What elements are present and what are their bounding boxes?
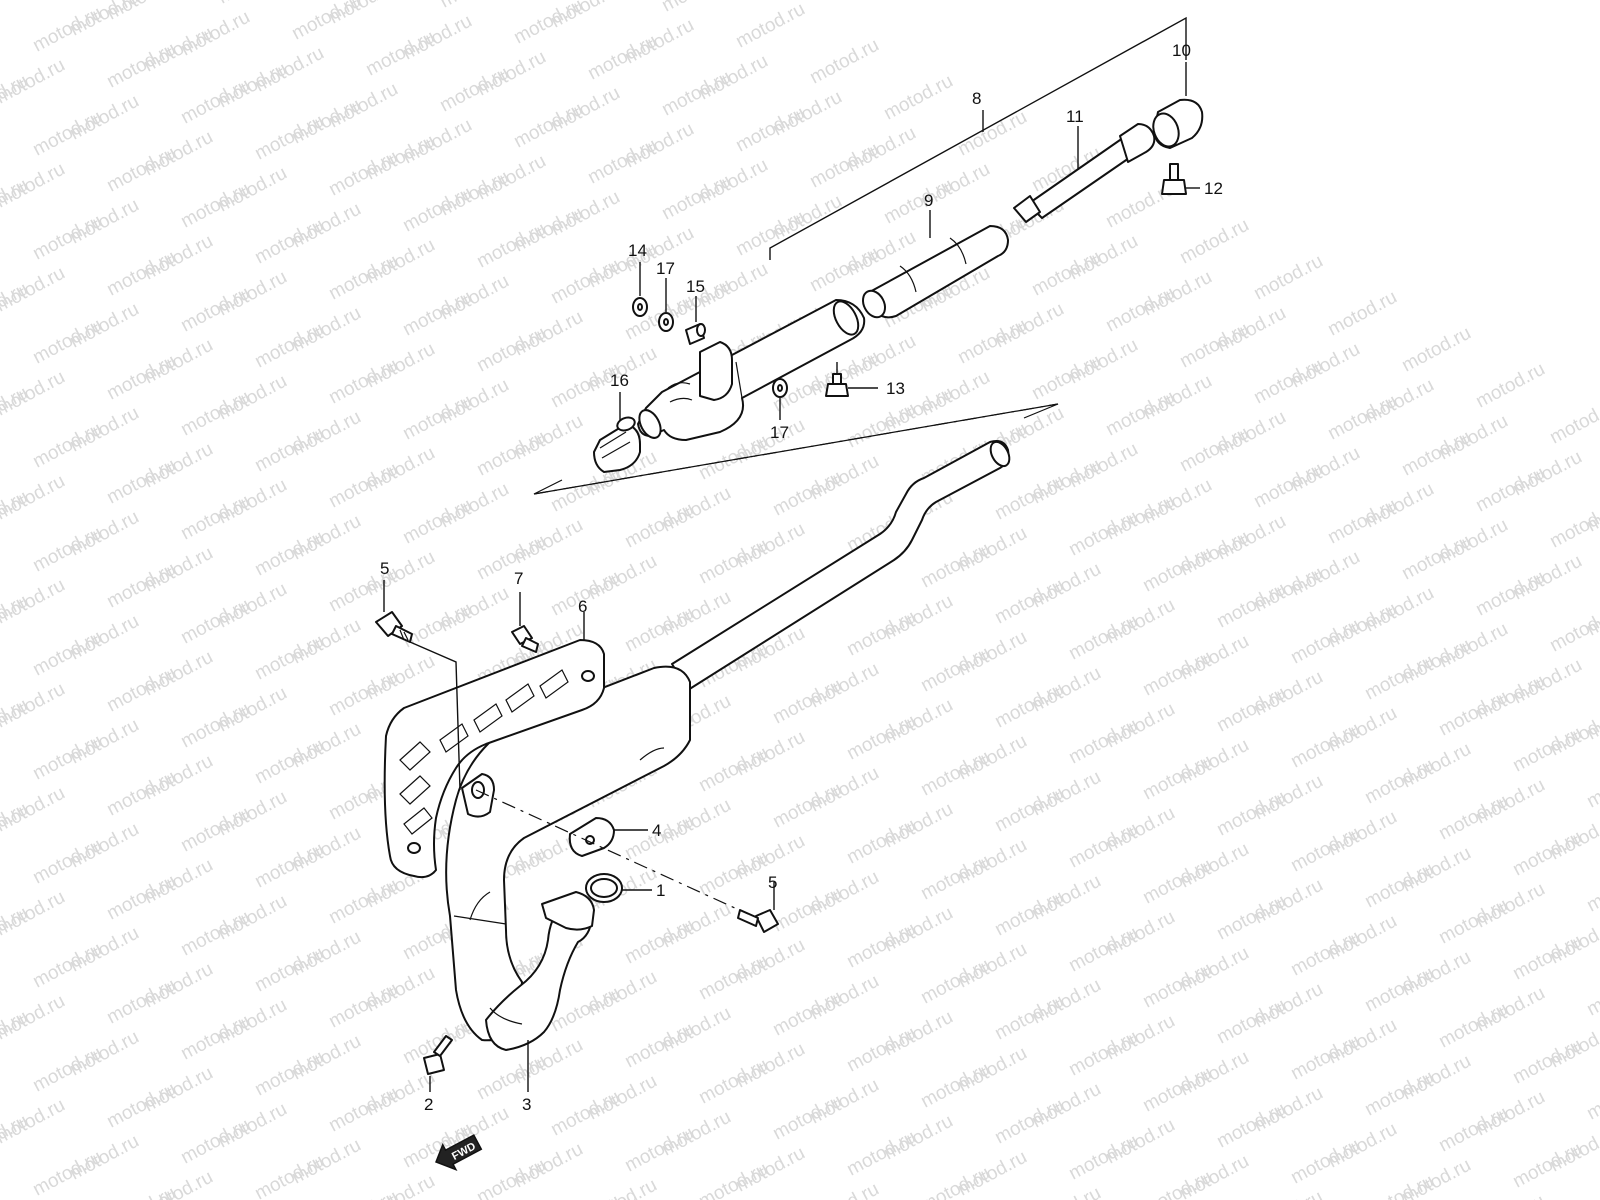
exhaust-pipe-chamber[interactable] bbox=[445, 439, 1013, 1051]
bolt-2[interactable] bbox=[423, 1035, 453, 1075]
callout-1: 1 bbox=[656, 881, 665, 900]
watermark-text: motod.ru bbox=[547, 1191, 623, 1200]
watermark-text: motod.ru bbox=[954, 107, 1030, 161]
washer-17-lower-hole bbox=[777, 384, 783, 392]
watermark-text: motod.ru bbox=[288, 0, 364, 44]
watermark-text: motod.ru bbox=[1324, 287, 1400, 341]
group-bracket-8 bbox=[769, 16, 1187, 260]
callout-5-upper: 5 bbox=[380, 559, 389, 578]
watermark-text: motod.ru bbox=[1250, 1187, 1326, 1200]
watermark-text: motod.ru bbox=[658, 0, 734, 16]
silencer-inner-pipe[interactable] bbox=[859, 225, 1009, 321]
callout-5-lower: 5 bbox=[768, 873, 777, 892]
watermark-text: motod.ru bbox=[1546, 395, 1600, 449]
callout-3: 3 bbox=[522, 1095, 531, 1114]
bolt-12[interactable] bbox=[1161, 163, 1187, 195]
callout-8: 8 bbox=[972, 89, 981, 108]
collar-15[interactable] bbox=[685, 323, 706, 345]
washer-17-upper-hole bbox=[663, 318, 669, 326]
callout-2: 2 bbox=[424, 1095, 433, 1114]
watermark-text: motod.ru bbox=[1583, 759, 1600, 813]
leader-lines bbox=[383, 62, 1200, 1092]
watermark-text: motod.ru bbox=[1472, 359, 1548, 413]
watermark-text: motod.ru bbox=[880, 71, 956, 125]
callout-16: 16 bbox=[610, 371, 629, 390]
watermark-text: motod.ru bbox=[806, 1179, 882, 1200]
callout-17-lower: 17 bbox=[770, 423, 789, 442]
watermark-text: motod.ru bbox=[732, 0, 808, 52]
watermark-text: motod.ru bbox=[1583, 1071, 1600, 1125]
watermark-text: motod.ru bbox=[1546, 499, 1600, 553]
bolt-7[interactable] bbox=[511, 625, 539, 653]
watermark-text: motod.ru bbox=[1583, 863, 1600, 917]
bolt-13[interactable] bbox=[825, 362, 849, 397]
callout-12: 12 bbox=[1204, 179, 1223, 198]
watermark-text: motod.ru bbox=[1250, 251, 1326, 305]
watermark-text: motod.ru bbox=[695, 1159, 771, 1200]
watermark-text: motod.ru bbox=[1583, 967, 1600, 1021]
watermark-text: motod.ru bbox=[806, 35, 882, 89]
heat-guard[interactable] bbox=[383, 639, 605, 879]
watermark-text: motod.ru bbox=[1139, 1167, 1215, 1200]
callout-15: 15 bbox=[686, 277, 705, 296]
bolt-5-lower[interactable] bbox=[737, 909, 779, 933]
watermark-text: motod.ru bbox=[214, 0, 290, 8]
mounting-plate-4[interactable] bbox=[568, 817, 615, 857]
watermark-text: motod.ru bbox=[436, 0, 512, 12]
end-cap[interactable] bbox=[1149, 98, 1204, 150]
watermark-text: motod.ru bbox=[1176, 215, 1252, 269]
callout-14: 14 bbox=[628, 241, 647, 260]
rubber-mount-16[interactable] bbox=[593, 415, 641, 473]
leader-bolt-5-upper-path bbox=[409, 641, 461, 791]
watermark-text: motod.ru bbox=[0, 0, 69, 4]
watermark-text: motod.ru bbox=[1546, 603, 1600, 657]
watermark-text: motod.ru bbox=[325, 1187, 401, 1200]
spark-arrester-pipe[interactable] bbox=[1013, 123, 1156, 223]
callout-11: 11 bbox=[1066, 107, 1084, 126]
watermark-text: motod.ru bbox=[103, 1183, 179, 1200]
assembly-line-lower bbox=[475, 789, 749, 915]
callout-4: 4 bbox=[652, 821, 661, 840]
callout-numbers: 10 8 11 12 9 14 17 15 16 13 17 5 7 6 4 1… bbox=[380, 41, 1223, 1114]
callout-9: 9 bbox=[924, 191, 933, 210]
watermark-text: motod.ru bbox=[473, 1155, 549, 1200]
callout-17-upper: 17 bbox=[656, 259, 675, 278]
gasket-1-inner bbox=[590, 878, 618, 898]
callout-13: 13 bbox=[886, 379, 905, 398]
callout-10: 10 bbox=[1172, 41, 1191, 60]
washer-14-hole bbox=[637, 303, 643, 311]
assembly-arrow bbox=[533, 403, 1059, 495]
pipe-bracket bbox=[461, 773, 495, 818]
watermark-text: motod.ru bbox=[1028, 1183, 1104, 1200]
watermark-text: motod.ru bbox=[1398, 323, 1474, 377]
silencer-body[interactable] bbox=[635, 297, 866, 441]
watermark-text: motod.ru bbox=[510, 0, 586, 48]
watermark-text: motod.ru bbox=[1472, 1191, 1548, 1200]
watermark-text: motod.ru bbox=[917, 1163, 993, 1200]
callout-7: 7 bbox=[514, 569, 523, 588]
bolt-5-upper[interactable] bbox=[375, 611, 413, 643]
callout-6: 6 bbox=[578, 597, 587, 616]
watermark-text: motod.ru bbox=[584, 1175, 660, 1200]
watermark-text: motod.ru bbox=[1583, 1175, 1600, 1200]
